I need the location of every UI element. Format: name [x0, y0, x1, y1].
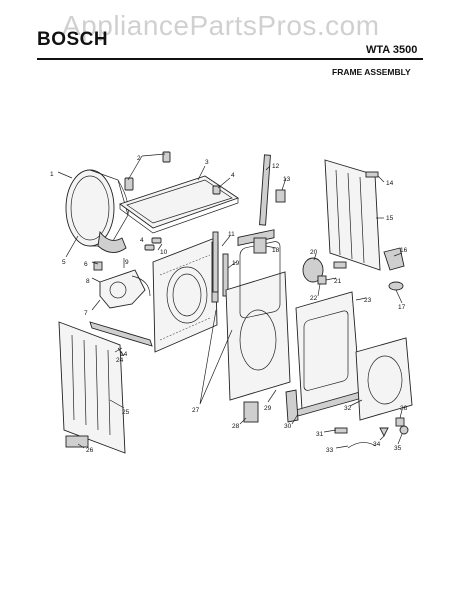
callout-12: 12 [272, 163, 280, 170]
callout-31: 31 [316, 431, 324, 438]
callout-24: 24 [116, 357, 124, 364]
switch-parts [302, 257, 347, 285]
holder-part [275, 189, 286, 203]
leader-lines [57, 153, 403, 449]
top-cover-part [119, 175, 239, 234]
brand-logo: BOSCH [37, 29, 109, 50]
callout-34: 34 [373, 441, 381, 448]
callout-15: 15 [386, 215, 394, 222]
callout-9: 9 [125, 259, 129, 266]
header-rule [37, 58, 423, 60]
hardware-parts [334, 417, 409, 449]
callout-labels: 1 2 3 4 5 6 7 8 9 10 11 12 13 14 15 16 1… [50, 155, 408, 454]
vertical-rail-parts [212, 154, 271, 297]
front-frame-part [225, 229, 291, 401]
side-panel-right-part [324, 159, 381, 271]
callout-2: 2 [137, 155, 141, 162]
callout-6: 6 [84, 261, 88, 268]
callout-1: 1 [50, 171, 54, 178]
clip-parts [124, 151, 221, 251]
section-title: FRAME ASSEMBLY [332, 67, 411, 77]
side-panel-left-part [58, 321, 126, 454]
callout-4: 4 [231, 172, 235, 179]
callout-14: 14 [386, 180, 394, 187]
label-part [65, 435, 89, 448]
callout-23: 23 [364, 297, 372, 304]
callout-36: 36 [400, 405, 408, 412]
hinge-parts [365, 171, 405, 291]
door-frame-part [295, 291, 363, 417]
callout-35: 35 [394, 445, 402, 452]
motor-part [93, 261, 151, 309]
callout-16: 16 [400, 247, 408, 254]
callout-19: 19 [232, 260, 240, 267]
callout-11: 11 [228, 231, 235, 238]
callout-8: 8 [86, 278, 90, 285]
callout-25: 25 [122, 409, 130, 416]
cross-bar-part [89, 321, 153, 347]
callout-14b: 14 [120, 351, 128, 358]
door-part [355, 337, 413, 421]
callout-4b: 4 [140, 237, 144, 244]
callout-26: 26 [86, 447, 94, 454]
watermark: AppliancePartsPros.com [62, 10, 380, 41]
callout-29: 29 [264, 405, 272, 412]
callout-22: 22 [310, 295, 318, 302]
bracket-part [253, 237, 267, 254]
callout-17: 17 [398, 304, 406, 311]
drum-part [65, 169, 129, 253]
callout-27: 27 [192, 407, 200, 414]
callout-5: 5 [62, 259, 66, 266]
callout-30: 30 [284, 423, 292, 430]
callout-3: 3 [205, 159, 209, 166]
callout-13: 13 [283, 176, 291, 183]
callout-21: 21 [334, 278, 342, 285]
lock-part [243, 401, 259, 423]
callout-28: 28 [232, 423, 240, 430]
model-number: WTA 3500 [366, 44, 418, 56]
callout-32: 32 [344, 405, 352, 412]
callout-20: 20 [310, 249, 318, 256]
strip-part [285, 389, 299, 423]
callout-33: 33 [326, 447, 334, 454]
callout-18: 18 [272, 247, 280, 254]
callout-10: 10 [160, 249, 168, 256]
callout-7: 7 [84, 310, 88, 317]
